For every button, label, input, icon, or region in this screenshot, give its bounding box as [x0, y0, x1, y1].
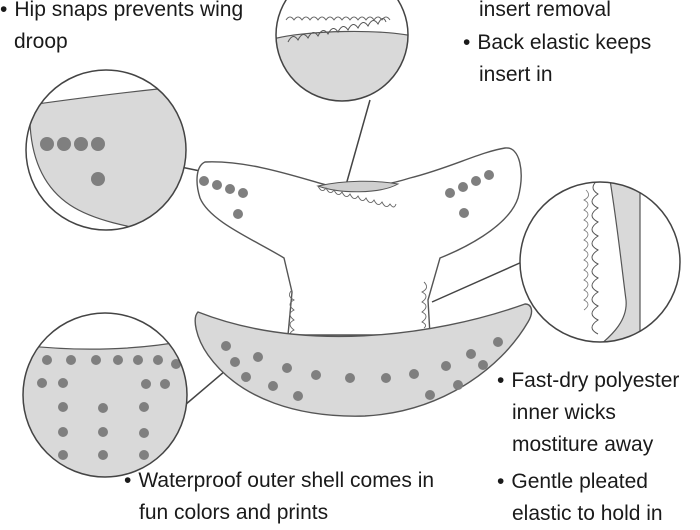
- hip-snaps-right: [445, 170, 494, 218]
- diaper-illustration: [194, 147, 533, 417]
- label-back-elastic: Back elastic keeps insert in: [463, 27, 651, 91]
- outer-shell-front: [194, 303, 533, 417]
- snap: [153, 355, 163, 365]
- snap: [253, 352, 263, 362]
- snap: [293, 391, 303, 401]
- snap: [238, 188, 248, 198]
- snap: [484, 170, 494, 180]
- snap: [345, 373, 355, 383]
- label-fast-dry-line2: inner wicks: [512, 401, 616, 424]
- snap: [221, 341, 231, 351]
- snap: [91, 172, 105, 186]
- snap: [241, 372, 251, 382]
- label-pleated: Gentle pleated elastic to hold in: [497, 466, 663, 530]
- snap: [141, 379, 151, 389]
- snap: [212, 180, 222, 190]
- snap: [139, 428, 149, 438]
- snap: [91, 355, 101, 365]
- snap: [37, 378, 47, 388]
- label-hip-snaps-line1: Hip snaps prevents wing: [0, 0, 243, 26]
- front-snaps: [221, 337, 503, 401]
- snap: [133, 355, 143, 365]
- snap: [58, 427, 68, 437]
- snap: [282, 363, 292, 373]
- hip-snaps-left: [199, 176, 248, 219]
- snap: [230, 357, 240, 367]
- detail-circle-outer-shell: [22, 312, 188, 478]
- snap: [445, 188, 455, 198]
- label-pleated-line1: Gentle pleated: [497, 466, 663, 498]
- snap: [113, 355, 123, 365]
- detail-circle-inner-liner: [519, 181, 681, 343]
- pocket-stitch: [317, 185, 397, 208]
- snap: [458, 182, 468, 192]
- snap: [58, 378, 68, 388]
- snap: [91, 137, 105, 151]
- snap: [471, 176, 481, 186]
- shell-snap-grid: [37, 355, 181, 460]
- snap: [478, 360, 488, 370]
- snap: [459, 208, 469, 218]
- label-fast-dry-line3: mostiture away: [512, 433, 654, 456]
- snap: [453, 380, 463, 390]
- label-back-elastic-line1: Back elastic keeps: [463, 27, 651, 59]
- label-insert-removal-line1: insert removal: [479, 0, 611, 21]
- leg-elastic-left: [289, 289, 296, 337]
- snap: [493, 337, 503, 347]
- snap: [466, 349, 476, 359]
- label-fast-dry: Fast-dry polyester inner wicks mostiture…: [497, 365, 679, 461]
- snap: [233, 209, 243, 219]
- label-pleated-line2: elastic to hold in: [512, 502, 663, 525]
- label-waterproof-line1: Waterproof outer shell comes in: [124, 465, 434, 497]
- connector-top: [345, 99, 371, 186]
- snap: [98, 450, 108, 460]
- snap: [42, 355, 52, 365]
- back-pocket-opening: [316, 180, 400, 193]
- label-insert-removal: insert removal: [479, 0, 611, 26]
- snap: [311, 370, 321, 380]
- label-back-elastic-line2: insert in: [479, 63, 553, 86]
- snap: [425, 390, 435, 400]
- diaper-inner-body: [196, 147, 522, 336]
- snap: [58, 402, 68, 412]
- snap: [225, 184, 235, 194]
- snap: [98, 403, 108, 413]
- leg-elastic-right: [420, 281, 427, 329]
- connector-right: [431, 261, 523, 303]
- snap: [441, 361, 451, 371]
- label-waterproof: Waterproof outer shell comes in fun colo…: [124, 465, 434, 529]
- snap: [139, 450, 149, 460]
- pocket-stitch-detail: [287, 18, 387, 43]
- snap: [381, 373, 391, 383]
- snap: [40, 137, 54, 151]
- snap: [409, 369, 419, 379]
- label-fast-dry-line1: Fast-dry polyester: [497, 365, 679, 397]
- snap: [98, 427, 108, 437]
- detail-circle-hip-snaps: [25, 69, 187, 231]
- snap: [74, 137, 88, 151]
- snap: [139, 402, 149, 412]
- label-hip-snaps-line2: droop: [14, 30, 68, 53]
- detail-circle-back-pocket: [275, 0, 409, 102]
- snap: [171, 359, 181, 369]
- snap: [58, 450, 68, 460]
- label-hip-snaps: Hip snaps prevents wing droop: [0, 0, 243, 58]
- label-waterproof-line2: fun colors and prints: [139, 501, 329, 524]
- snap: [57, 137, 71, 151]
- snap: [199, 176, 209, 186]
- snap: [66, 355, 76, 365]
- snap: [268, 381, 278, 391]
- snap: [160, 379, 170, 389]
